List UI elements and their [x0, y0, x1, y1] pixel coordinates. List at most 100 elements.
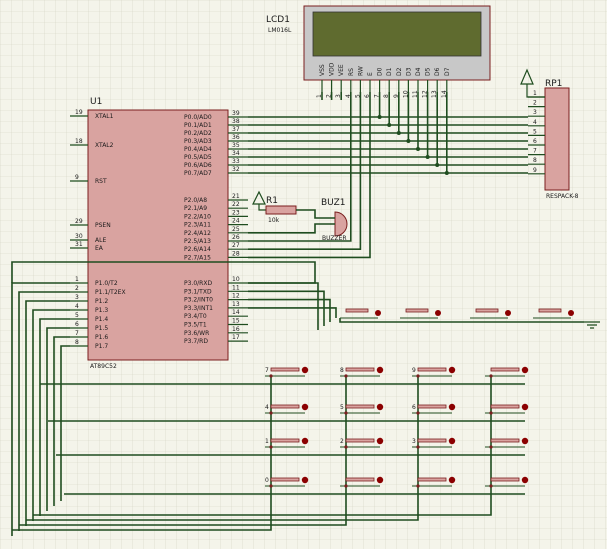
mcu-pin-name: PSEN [95, 222, 111, 229]
keypad-button[interactable]: 7 [265, 366, 309, 378]
mcu-pin-number: 39 [232, 110, 240, 117]
buzzer-buz1[interactable]: BUZ1 BUZZER [321, 198, 348, 242]
resistor-r1[interactable]: R1 10k [252, 190, 297, 224]
mcu-pin-number: 13 [232, 301, 240, 308]
button-plunger [417, 438, 447, 443]
mcu-pin-name: EA [95, 245, 104, 252]
keypad-button[interactable]: 0 [265, 476, 309, 488]
button-plunger [345, 438, 375, 443]
keypad-matrix: 7 8 9 4 5 6 1 2 3 0 [265, 366, 529, 488]
button-plunger [270, 367, 300, 372]
rp1-ref: RP1 [545, 79, 562, 89]
button-terminal-icon [376, 476, 384, 484]
vcc-arrow-icon [520, 68, 545, 98]
lcd-pin-label: RW [357, 66, 364, 76]
lcd-pin-label: D2 [396, 67, 403, 76]
mcu-pin-name: P0.0/AD0 [184, 114, 212, 121]
p3-button[interactable] [470, 308, 511, 319]
keypad-button[interactable]: 4 [265, 403, 309, 415]
button-terminal-icon [489, 484, 493, 488]
mcu-pin-number: 2 [75, 285, 79, 292]
keypad-key-label: 9 [412, 367, 416, 374]
mcu-pin-name: P1.4 [95, 316, 108, 323]
mcu-pin-name: XTAL1 [95, 113, 114, 120]
lcd-pin-label: D0 [377, 67, 384, 76]
keypad-button[interactable]: 2 [340, 437, 384, 449]
p3-button[interactable] [533, 308, 574, 319]
mcu-pin-name: P0.5/AD5 [184, 154, 212, 161]
keypad-button[interactable]: 3 [412, 437, 456, 449]
rp1-pin-number: 2 [533, 100, 537, 107]
mcu-pin-name: P2.2/A10 [184, 213, 211, 220]
keypad-col-wire [19, 376, 347, 526]
button-terminal-icon [269, 484, 273, 488]
rp1-pin-number: 5 [533, 128, 537, 135]
p3-button[interactable] [400, 308, 441, 319]
mcu-pin-name: P0.2/AD2 [184, 130, 212, 137]
button-terminal-icon [269, 411, 273, 415]
wires [11, 92, 584, 536]
mcu-u1[interactable]: U1 AT89C52 19XTAL118XTAL29RST29PSEN30ALE… [70, 97, 248, 370]
keypad-button[interactable] [485, 476, 529, 488]
button-terminal-icon [269, 445, 273, 449]
keypad-key-label: 7 [265, 367, 269, 374]
mcu-pin-name: P0.1/AD1 [184, 122, 212, 129]
keypad-button[interactable]: 8 [340, 366, 384, 378]
rp1-pin-number: 6 [533, 138, 537, 145]
lcd-pin-number: 9 [393, 94, 400, 98]
button-terminal-icon [521, 437, 529, 445]
button-terminal-icon [521, 403, 529, 411]
mcu-pin-number: 1 [75, 276, 79, 283]
mcu-pin-number: 30 [75, 233, 83, 240]
keypad-button[interactable]: 9 [412, 366, 456, 378]
keypad-button[interactable] [340, 476, 384, 488]
lcd-module[interactable]: LCD1 LM016L VSS1VDD2VEE3RS4RW5E6D07D18D2… [266, 5, 491, 98]
lcd-pin-label: D7 [444, 67, 451, 76]
mcu-pin-number: 37 [232, 126, 240, 133]
keypad-button[interactable] [412, 476, 456, 488]
keypad-button[interactable] [485, 437, 529, 449]
lcd-pin-number: 11 [412, 90, 419, 98]
button-terminal-icon [448, 403, 456, 411]
rp1-pin-number: 4 [533, 119, 537, 126]
keypad-button[interactable] [485, 403, 529, 415]
mcu-pin-number: 19 [75, 109, 83, 116]
button-plunger [417, 367, 447, 372]
p1-wire [39, 318, 70, 516]
mcu-pin-name: P1.3 [95, 307, 108, 314]
mcu-pin-number: 27 [232, 242, 240, 249]
mcu-pin-name: P2.5/A13 [184, 238, 211, 245]
button-terminal-icon [416, 445, 420, 449]
mcu-pin-number: 25 [232, 226, 240, 233]
rp1-pin-number: 8 [533, 157, 537, 164]
button-terminal-icon [521, 476, 529, 484]
keypad-button[interactable]: 6 [412, 403, 456, 415]
mcu-pin-number: 36 [232, 134, 240, 141]
keypad-button[interactable]: 1 [265, 437, 309, 449]
keypad-button[interactable]: 5 [340, 403, 384, 415]
button-plunger [490, 404, 520, 409]
p1-wire [18, 291, 70, 531]
button-terminal-icon [489, 374, 493, 378]
mcu-pin-number: 8 [75, 339, 79, 346]
mcu-part: AT89C52 [90, 363, 117, 370]
keypad-button[interactable] [485, 366, 529, 378]
lcd-pin-number: 5 [354, 94, 361, 98]
junction-dot [387, 123, 392, 127]
mcu-pin-name: P1.7 [95, 343, 108, 350]
mcu-ref: U1 [90, 97, 102, 107]
button-terminal-icon [521, 366, 529, 374]
mcu-pin-name: P1.0/T2 [95, 280, 118, 287]
mcu-pin-number: 32 [232, 166, 240, 173]
mcu-pin-number: 11 [232, 284, 240, 291]
ground-icon [584, 321, 600, 329]
button-terminal-icon [416, 374, 420, 378]
mcu-pin-name: P3.2/INT0 [184, 297, 213, 304]
p3-wire [248, 307, 337, 318]
button-terminal-icon [301, 437, 309, 445]
p3-button[interactable] [340, 308, 381, 319]
button-terminal-icon [344, 445, 348, 449]
mcu-pin-name: P2.0/A8 [184, 197, 207, 204]
